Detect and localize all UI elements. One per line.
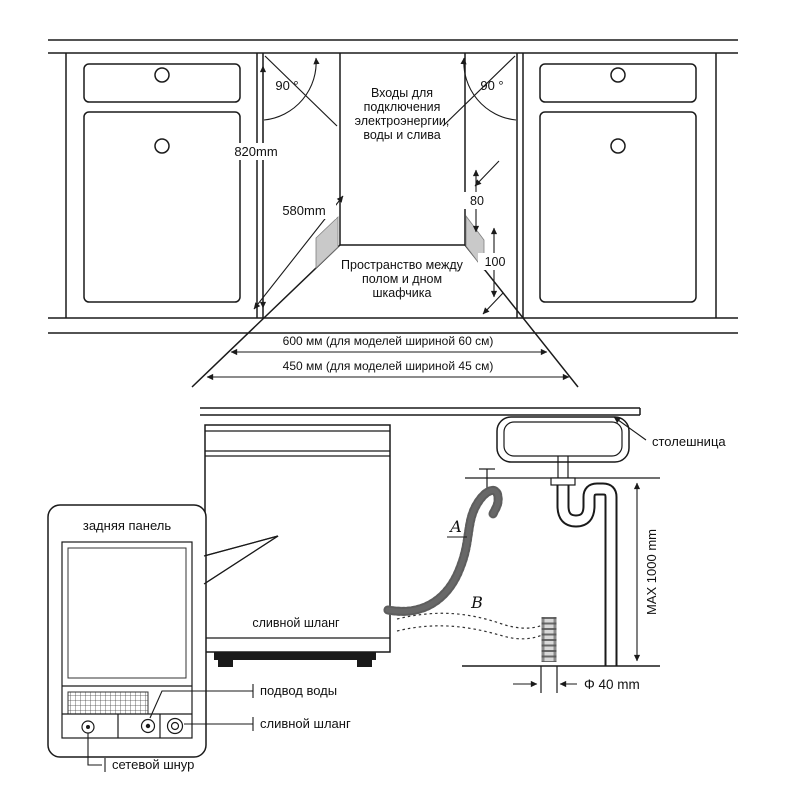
inset-pointer-bottom2	[203, 535, 279, 585]
max-height-dimension: MAX 1000 mm	[633, 482, 659, 662]
inset-pointer-top2	[203, 535, 279, 557]
sink-inner-bowl	[503, 421, 623, 457]
depth-dimension-label: 580mm	[282, 203, 325, 218]
power-cord-label: сетевой шнур	[112, 757, 194, 772]
width-450-label: 450 мм (для моделей шириной 45 см)	[283, 359, 494, 373]
power-cord-leader	[87, 733, 102, 766]
door-swing-left	[263, 55, 338, 127]
gap-100-pointer-arrow	[482, 292, 504, 315]
dishwasher: сливной шланг	[204, 424, 391, 667]
max-height-label: MAX 1000 mm	[644, 529, 659, 615]
niche-diagram: 90 ° 90 ° Входы для подключения электроэ…	[48, 39, 738, 388]
left-foot	[218, 660, 233, 667]
bottom-gap-dimension-label: 100	[485, 255, 506, 269]
plumbing-diagram: MAX 1000 mm сливной шланг за	[47, 407, 726, 772]
back-panel-inner	[67, 547, 187, 679]
pipe-diameter-dimension: Φ 40 mm	[513, 677, 640, 692]
back-panel-title: задняя панель	[83, 518, 171, 533]
water-supply-label: подвод воды	[260, 683, 337, 698]
swing-arc-right	[460, 57, 517, 121]
sink	[496, 416, 630, 478]
height-dimension-label: 820mm	[234, 144, 277, 159]
width-600-label: 600 мм (для моделей шириной 60 см)	[283, 334, 494, 348]
water-inlet-pin	[145, 723, 151, 729]
drain-hose-route-a	[383, 485, 503, 616]
right-cabinet-door	[539, 111, 697, 303]
inlets-note-line2: подключения	[364, 100, 441, 114]
angle-label-left: 90 °	[275, 78, 298, 93]
inlets-note-line1: Входы для	[371, 86, 433, 100]
hose-a-corrugation	[383, 485, 503, 616]
worktop-label: столешница	[652, 434, 726, 449]
hose-b-top	[396, 612, 546, 629]
back-panel-inset: задняя панель	[47, 504, 279, 758]
open-door-edge-right	[442, 55, 516, 127]
door-swing-right	[442, 55, 517, 127]
door-knob-icon	[610, 138, 626, 154]
drain-hose-connector-icon	[166, 717, 184, 735]
swing-arc-left	[263, 57, 320, 121]
drawer-knob-icon	[610, 67, 626, 83]
power-cord-pin	[86, 725, 90, 729]
label-bg	[272, 202, 336, 219]
floor-note-line3: шкафчика	[373, 286, 432, 300]
side-gap-dimension-label: 80	[470, 194, 484, 208]
right-cabinet-drawer	[539, 63, 697, 103]
drawer-knob-icon	[154, 67, 170, 83]
label-bg	[224, 143, 288, 160]
trap-nut	[550, 477, 576, 486]
route-a-label: A	[448, 517, 462, 536]
gap-80-pointer-arrow	[474, 160, 500, 187]
right-cabinet	[522, 53, 717, 318]
dishwasher-body	[204, 424, 391, 653]
inset-callouts: подвод воды сливной шланг сетевой шнур	[87, 683, 351, 772]
route-b-label: B	[470, 593, 483, 612]
trap-pipe-fill	[558, 484, 616, 666]
drain-hose-label: сливной шланг	[252, 616, 340, 630]
hose-b-bottom	[396, 625, 547, 640]
floor-note-line2: полом и дном	[362, 272, 442, 286]
vent-grill	[67, 691, 149, 715]
left-cabinet	[65, 53, 258, 318]
label-bg	[478, 253, 512, 270]
pipe-diameter-label: Φ 40 mm	[584, 677, 640, 692]
inlets-note-line4: воды и слива	[363, 128, 440, 142]
worktop	[200, 407, 641, 416]
floor-note-line1: Пространство между	[341, 258, 464, 272]
left-cabinet-door	[83, 111, 241, 303]
worktop-callout: столешница	[613, 416, 726, 449]
drain-hose-ring	[170, 721, 180, 731]
label-bg	[464, 192, 490, 209]
door-knob-icon	[154, 138, 170, 154]
angle-label-right: 90 °	[480, 78, 503, 93]
drain-hose-route-b	[396, 612, 547, 640]
open-door-edge-left	[264, 55, 338, 127]
left-cabinet-drawer	[83, 63, 241, 103]
worktop-leader	[613, 416, 647, 441]
inlets-note-line3: электроэнергии,	[355, 114, 450, 128]
siphon-trap	[550, 477, 618, 666]
left-wall-plinth-patch	[315, 216, 339, 269]
water-supply-leader	[149, 690, 253, 719]
right-foot	[357, 660, 372, 667]
plinth	[214, 652, 376, 660]
drain-hose-label-2: сливной шланг	[260, 716, 351, 731]
floor-standpipe	[540, 617, 558, 693]
